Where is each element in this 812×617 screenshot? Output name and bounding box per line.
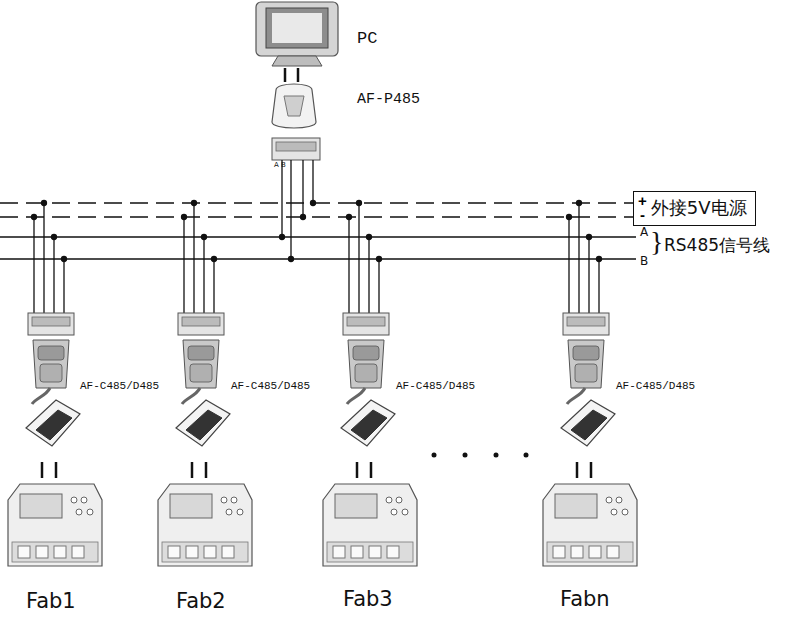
device-name: AF-C485/D485 [396, 380, 475, 392]
device-name: Fab2 [176, 590, 226, 613]
polarity-sign: - [640, 208, 645, 222]
brace: } [650, 227, 663, 258]
pin-names: A B [274, 162, 286, 170]
device-name: Fabn [560, 588, 610, 611]
device-name: AF-C485/D485 [80, 380, 159, 392]
device-name: PC [357, 30, 377, 49]
bus-label: RS485信号线 [664, 236, 770, 255]
signal-name: A [640, 226, 648, 239]
signal-name: B [640, 255, 648, 268]
device-name: AF-C485/D485 [231, 380, 310, 392]
polarity-column: +- [638, 194, 647, 223]
device-name: AF-P485 [357, 92, 420, 109]
device-name: Fab3 [343, 588, 393, 611]
device-name: Fab1 [26, 590, 76, 613]
power-box: +-外接5V电源 [633, 191, 756, 226]
power-label: 外接5V电源 [651, 196, 747, 220]
device-name: AF-C485/D485 [616, 380, 695, 392]
polarity-sign: + [638, 194, 647, 208]
